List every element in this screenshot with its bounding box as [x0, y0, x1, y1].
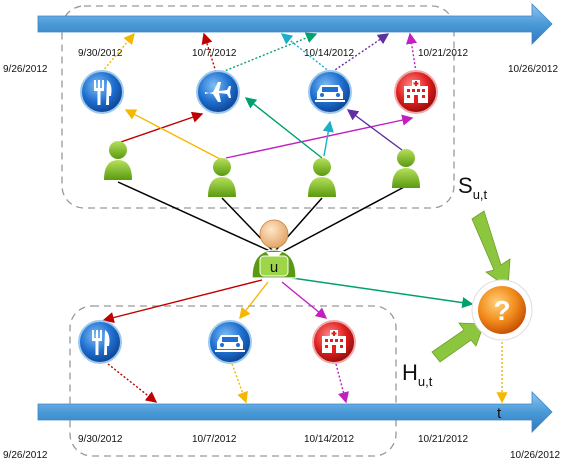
social-group-box — [61, 5, 455, 209]
current-time-label: t — [497, 405, 502, 422]
history-fork-knife-icon — [78, 320, 122, 364]
fork-knife-icon — [80, 70, 124, 114]
top-timeline-end-label: 10/26/2012 — [508, 64, 558, 75]
history-hospital-icon — [312, 320, 356, 364]
history-term-label: Hu,t — [402, 360, 433, 389]
top-tick-label-1: 9/30/2012 — [78, 48, 123, 59]
social-influence-arrow — [471, 210, 511, 289]
bottom-tick-label-4: 10/21/2012 — [418, 434, 468, 445]
car-service-icon — [308, 70, 352, 114]
bottom-tick-label-1: 9/30/2012 — [78, 434, 123, 445]
top-tick-label-3: 10/14/2012 — [304, 48, 354, 59]
top-tick-label-2: 10/7/2012 — [192, 48, 237, 59]
bottom-tick-label-2: 10/7/2012 — [192, 434, 237, 445]
top-timeline — [37, 3, 553, 45]
bottom-timeline-end-label: 10/26/2012 — [510, 450, 560, 461]
top-timeline-start-label: 9/26/2012 — [3, 64, 48, 75]
friend-venue-arrows — [117, 97, 414, 161]
social-term-label: Su,t — [458, 173, 488, 202]
user-history-arrows — [102, 277, 474, 324]
history-influence-arrow — [431, 322, 485, 363]
friend-3 — [308, 158, 336, 197]
bottom-timeline — [37, 391, 553, 433]
bottom-checkin-arrows — [107, 334, 508, 404]
friend-1 — [104, 141, 132, 180]
query-node — [471, 279, 533, 341]
friend-2 — [208, 158, 236, 197]
top-checkin-arrows — [101, 32, 418, 73]
airplane-icon — [196, 70, 240, 114]
user-node — [251, 219, 297, 279]
history-car-service-icon — [208, 320, 252, 364]
bottom-timeline-start-label: 9/26/2012 — [3, 450, 48, 461]
top-tick-label-4: 10/21/2012 — [418, 48, 468, 59]
hospital-icon — [394, 70, 438, 114]
user-label: u — [270, 259, 278, 276]
query-mark: ? — [493, 295, 510, 326]
friend-4 — [392, 149, 420, 188]
bottom-tick-label-3: 10/14/2012 — [304, 434, 354, 445]
friendship-links — [117, 181, 407, 253]
